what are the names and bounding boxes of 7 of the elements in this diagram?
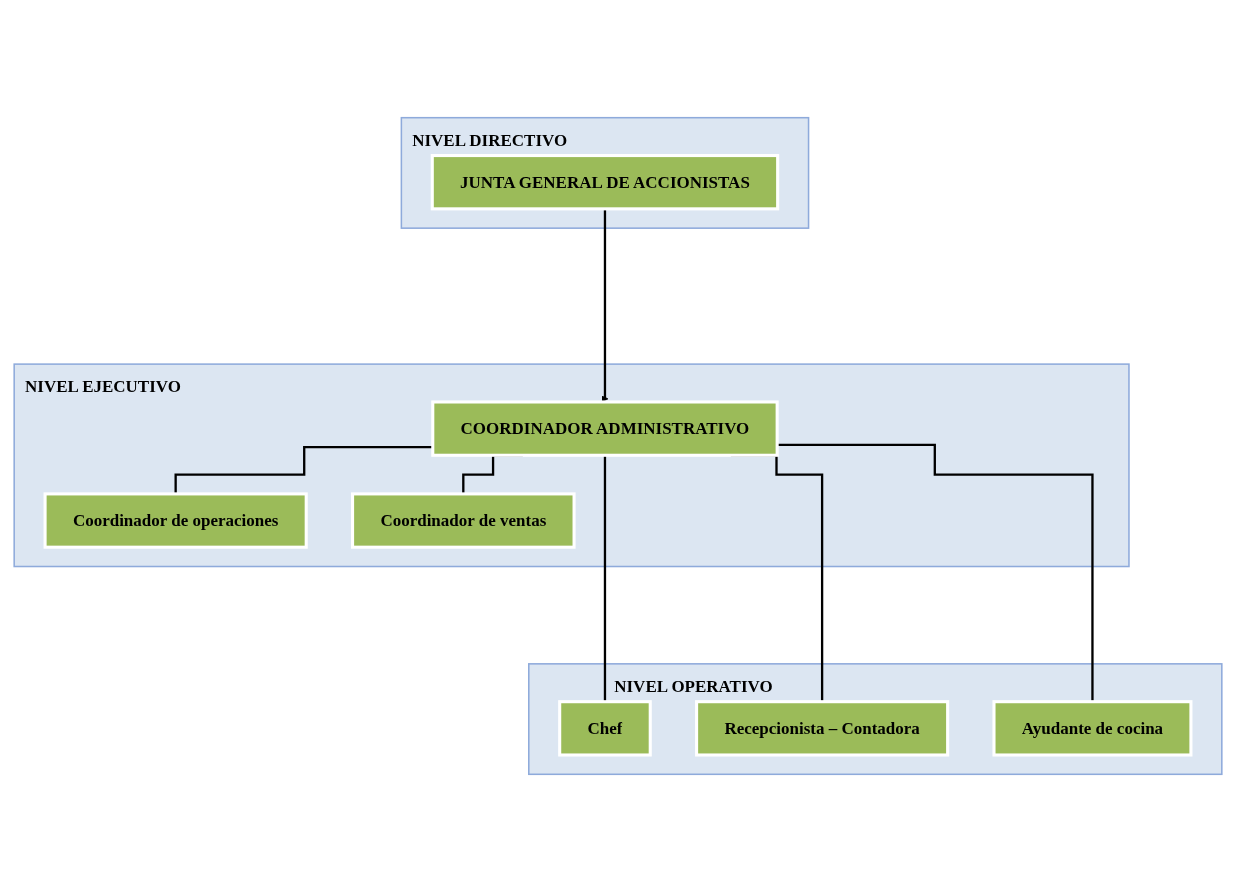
node-box: Ayudante de cocina	[992, 700, 1193, 757]
node-box: Recepcionista – Contadora	[695, 700, 950, 757]
node-box: COORDINADOR ADMINISTRATIVO	[431, 400, 779, 457]
node-box: JUNTA GENERAL DE ACCIONISTAS	[430, 154, 780, 211]
node-box: Coordinador de operaciones	[43, 492, 308, 549]
node-box: Coordinador de ventas	[351, 492, 576, 549]
node-box: Chef	[558, 700, 652, 757]
